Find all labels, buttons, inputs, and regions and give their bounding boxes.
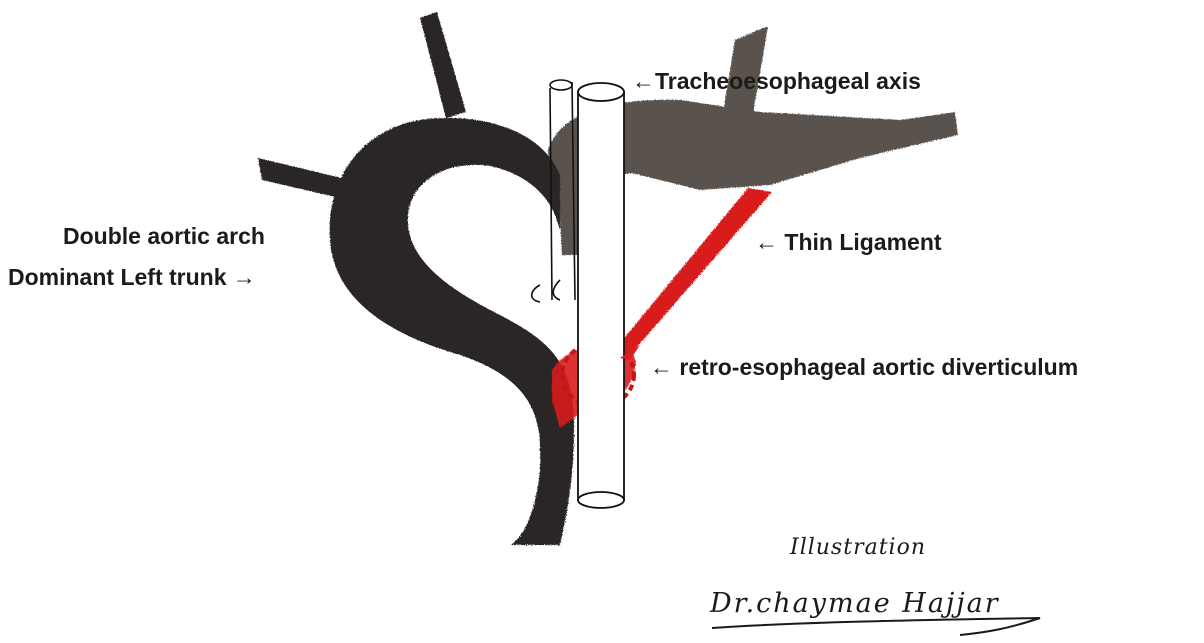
label-double-aortic-arch: Double aortic arch xyxy=(63,225,265,248)
label-tracheoesophageal-axis: ←Tracheoesophageal axis xyxy=(632,70,921,93)
dominant-aortic-arch xyxy=(330,118,574,545)
esophagus-tube xyxy=(578,83,624,508)
label-retro-esophageal-diverticulum: ← retro-esophageal aortic diverticulum xyxy=(650,356,1078,379)
left-carotid-branch xyxy=(420,12,466,118)
label-dominant-left-trunk: Dominant Left trunk → xyxy=(8,266,256,289)
signature-underline xyxy=(712,618,1040,635)
thin-ligament xyxy=(616,188,772,355)
signature-author-name: Dr.chaymae Hajjar xyxy=(710,588,1000,619)
label-thin-ligament: ← Thin Ligament xyxy=(755,231,942,254)
signature-illustration-text: Illustration xyxy=(790,535,926,560)
